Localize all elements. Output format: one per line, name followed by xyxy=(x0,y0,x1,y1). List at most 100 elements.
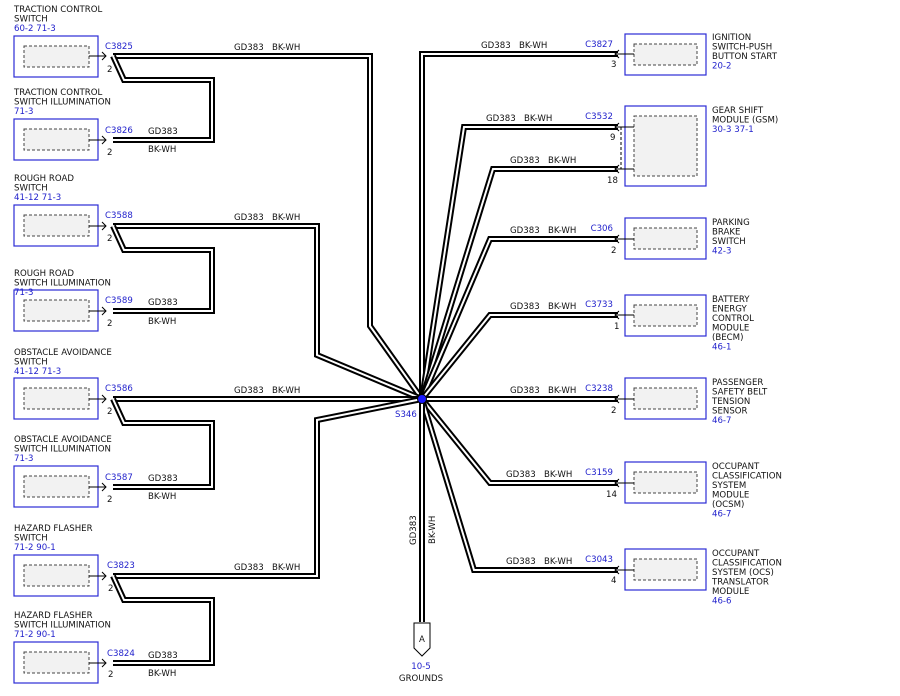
right-component-name-6-2: SYSTEM (OCS) xyxy=(712,568,774,578)
left-connector-2: C3588 xyxy=(105,211,133,221)
right-component-refs-0[interactable]: 20-2 xyxy=(712,62,732,72)
right-pin-4-0: 2 xyxy=(611,406,616,416)
left-connector-7: C3824 xyxy=(107,649,135,659)
left-component-refs-0[interactable]: 60-2 71-3 xyxy=(14,24,56,34)
left-connector-5: C3587 xyxy=(105,473,133,483)
right-component-name-3-4: (BECM) xyxy=(712,333,743,343)
left-wire-circuit-5: GD383 xyxy=(148,474,178,484)
left-component-refs-6[interactable]: 71-2 90-1 xyxy=(14,543,56,553)
left-wire-circuit-2: GD383 xyxy=(234,213,264,223)
left-component-refs-3[interactable]: 71-3 xyxy=(14,288,34,298)
left-component-name-0-1: SWITCH xyxy=(14,15,48,25)
right-wire-circuit-6-0: GD383 xyxy=(506,557,536,567)
right-pin-6-0: 4 xyxy=(611,576,616,586)
right-pin-0-0: 3 xyxy=(611,60,616,70)
right-wire-circuit-1-0: GD383 xyxy=(486,114,516,124)
right-component-name-2-2: SWITCH xyxy=(712,237,746,247)
ground-symbol xyxy=(413,622,431,657)
right-component-name-0-1: SWITCH-PUSH xyxy=(712,43,772,53)
right-wire-circuit-0-0: GD383 xyxy=(481,41,511,51)
left-connector-1: C3826 xyxy=(105,126,133,136)
right-component-refs-4[interactable]: 46-7 xyxy=(712,416,732,426)
right-component-name-5-0: OCCUPANT xyxy=(712,462,760,472)
right-wire-circuit-4-0: GD383 xyxy=(510,386,540,396)
ground-ref[interactable]: 10-5 xyxy=(411,662,431,672)
right-component-name-5-2: SYSTEM xyxy=(712,481,746,491)
labels: S346 A 10-5 GROUNDS GD383 BK-WH TRACTION… xyxy=(13,5,782,684)
right-pin-2-0: 2 xyxy=(611,246,616,256)
right-connector-2: C306 xyxy=(591,224,613,234)
left-pin-7: 2 xyxy=(108,670,113,680)
right-component-name-1-1: MODULE (GSM) xyxy=(712,116,778,126)
right-wire-color-6-0: BK-WH xyxy=(544,557,572,567)
left-component-name-4-0: OBSTACLE AVOIDANCE xyxy=(14,348,112,358)
splice-s346-dot xyxy=(417,394,427,404)
ground-letter: A xyxy=(419,635,425,645)
left-component-name-2-0: ROUGH ROAD xyxy=(14,174,74,184)
right-wire-circuit-2-0: GD383 xyxy=(510,226,540,236)
right-component-refs-2[interactable]: 42-3 xyxy=(712,247,732,257)
ground-label: GROUNDS xyxy=(399,674,443,684)
right-component-refs-1[interactable]: 30-3 37-1 xyxy=(712,125,754,135)
right-component-refs-3[interactable]: 46-1 xyxy=(712,343,732,353)
right-component-name-6-3: TRANSLATOR xyxy=(711,578,769,588)
left-component-name-5-1: SWITCH ILLUMINATION xyxy=(14,445,111,455)
right-wire-color-1-0: BK-WH xyxy=(524,114,552,124)
left-wire-circuit-6: GD383 xyxy=(234,563,264,573)
left-wire-color-0: BK-WH xyxy=(272,43,300,53)
right-wire-circuit-3-0: GD383 xyxy=(510,302,540,312)
right-component-name-3-2: CONTROL xyxy=(712,314,754,324)
right-wire-color-3-0: BK-WH xyxy=(548,302,576,312)
ground-wire-circuit: GD383 xyxy=(409,515,419,545)
left-component-name-6-0: HAZARD FLASHER xyxy=(14,524,93,534)
left-wire-circuit-3: GD383 xyxy=(148,298,178,308)
left-pin-2: 2 xyxy=(107,234,112,244)
right-component-name-4-3: SENSOR xyxy=(712,407,748,417)
right-pin-5-0: 14 xyxy=(606,490,617,500)
left-wire-circuit-4: GD383 xyxy=(234,386,264,396)
ground-wire-color: BK-WH xyxy=(428,516,438,544)
right-component-name-2-0: PARKING xyxy=(712,218,750,228)
right-component-name-0-0: IGNITION xyxy=(712,33,751,43)
right-connector-0: C3827 xyxy=(585,40,613,50)
left-pin-5: 2 xyxy=(107,495,112,505)
right-component-name-5-1: CLASSIFICATION xyxy=(712,472,782,482)
right-component-name-5-4: (OCSM) xyxy=(712,500,744,510)
right-component-name-4-0: PASSENGER xyxy=(712,378,763,388)
left-component-name-1-1: SWITCH ILLUMINATION xyxy=(14,98,111,108)
left-component-refs-7[interactable]: 71-2 90-1 xyxy=(14,630,56,640)
right-component-refs-5[interactable]: 46-7 xyxy=(712,510,732,520)
right-component-refs-6[interactable]: 46-6 xyxy=(712,597,732,607)
right-component-name-6-0: OCCUPANT xyxy=(712,549,760,559)
left-component-name-3-1: SWITCH ILLUMINATION xyxy=(14,279,111,289)
left-wire-color-5: BK-WH xyxy=(148,492,176,502)
right-component-name-6-4: MODULE xyxy=(712,587,749,597)
right-component-name-5-3: MODULE xyxy=(712,491,749,501)
left-connector-3: C3589 xyxy=(105,296,133,306)
left-component-name-7-0: HAZARD FLASHER xyxy=(14,611,93,621)
left-component-refs-1[interactable]: 71-3 xyxy=(14,107,34,117)
left-wire-color-2: BK-WH xyxy=(272,213,300,223)
right-component-name-0-2: BUTTON START xyxy=(712,52,778,62)
right-connector-4: C3238 xyxy=(585,384,613,394)
left-components xyxy=(13,35,99,684)
left-component-name-0-0: TRACTION CONTROL xyxy=(13,5,102,15)
right-components xyxy=(624,33,707,591)
right-wire-color-5-0: BK-WH xyxy=(544,470,572,480)
left-component-refs-4[interactable]: 41-12 71-3 xyxy=(14,367,61,377)
right-wire-color-2-0: BK-WH xyxy=(548,226,576,236)
left-component-refs-2[interactable]: 41-12 71-3 xyxy=(14,193,61,203)
right-wire-color-1-1: BK-WH xyxy=(548,156,576,166)
left-component-name-6-1: SWITCH xyxy=(14,534,48,544)
left-wire-color-7: BK-WH xyxy=(148,669,176,679)
right-component-name-3-0: BATTERY xyxy=(712,295,750,305)
left-pin-0: 2 xyxy=(107,65,112,75)
left-component-refs-5[interactable]: 71-3 xyxy=(14,454,34,464)
right-component-name-2-1: BRAKE xyxy=(712,228,740,238)
right-wire-circuit-1-1: GD383 xyxy=(510,156,540,166)
left-pin-markers xyxy=(89,51,107,668)
right-connector-3: C3733 xyxy=(585,300,613,310)
right-component-name-4-2: TENSION xyxy=(711,397,750,407)
